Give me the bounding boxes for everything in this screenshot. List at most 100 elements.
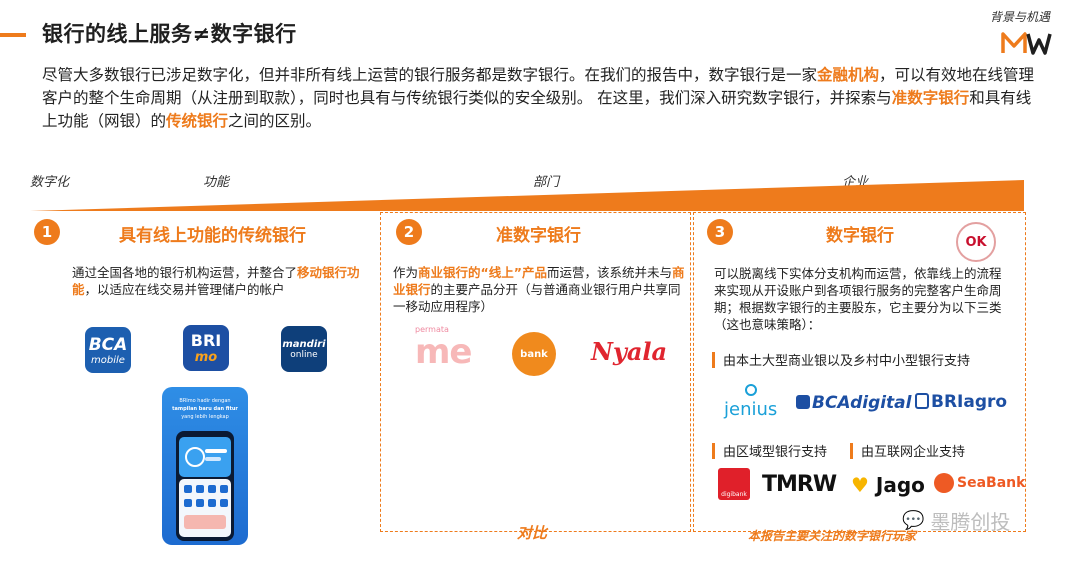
group2-heading: 由区域型银行支持 [712,441,827,460]
intro-highlight-3: 传统银行 [166,112,229,130]
group2-heading-text: 由区域型银行支持 [723,445,828,460]
col1-desc-text-b: ，以适应在线交易并管理储户的帐户 [84,282,285,297]
jenius-logo: jenius [724,382,777,419]
phone-banner [184,515,226,529]
intro-text-2: ，可以有效地在线管理客户的整个生命周期（从注册到取款），同时也具有与传统银行类似… [42,66,1035,107]
phone-menu-icon [220,485,228,493]
digibank-logo: digibank [718,468,750,500]
bank-d-logo: bank [512,332,556,376]
tmrw-logo: TMRW [762,472,837,497]
bca-digital-logo: BCAdigital [796,393,912,413]
phone-menu-icon [196,485,204,493]
mandiri-logo-subtext: online [290,349,318,360]
brimo-logo: BRI mo [183,325,229,371]
brand-logo [1001,32,1052,55]
title-accent-bar [0,33,26,37]
bank-d-logo-text: bank [520,348,548,360]
briagro-logo-text: BRIagro [931,392,1008,412]
group3-heading-text: 由互联网企业支持 [861,445,966,460]
group1-bar [712,351,715,368]
col1-desc-text-a: 通过全国各地的银行机构运营，并整合了 [72,265,298,280]
phone-promo-line-2: tampilan baru dan fitur [172,406,238,412]
group1-heading-text: 由本土大型商业银以及乡村中小型银行支持 [723,354,971,369]
phone-line [205,449,227,453]
phone-menu-icon [184,499,192,507]
intro-text-3: 和具有线上功能（网银）的 [42,89,1032,130]
seabank-logo-text: SeaBank [957,475,1026,491]
watermark: 💬墨腾创投 [902,506,1010,535]
wechat-icon: 💬 [902,510,925,531]
digibank-logo-text: digibank [721,491,747,498]
digitization-wedge [30,180,1024,211]
col2-description: 作为商业银行的“线上”产品而运营，该系统并未与商业银行的主要产品分开（与普通商业… [393,264,685,315]
intro-highlight-2: 准数字银行 [891,89,970,107]
col1-title: 具有线上功能的传统银行 [119,226,306,246]
ojk-badge-text: OK [965,234,987,250]
brimo-phone-mockup: BRImo hadir dengan tampilan baru dan fit… [162,387,248,545]
phone-menu-icon [220,499,228,507]
ojk-badge: OK [956,222,996,262]
phone-line [205,457,221,461]
permata-me-logo: permata me [415,325,472,370]
compare-label: 对比 [517,524,548,542]
intro-text-1: 尽管大多数银行已涉足数字化，但并非所有线上运营的银行服务都是数字银行。在我们的报… [42,66,818,84]
col3-dashed-box [693,212,1026,532]
axis-label-function: 功能 [203,175,230,190]
bca-digital-icon [796,395,810,409]
phone-balance-ring [185,447,205,467]
bca-mobile-logo: BCA mobile [85,327,131,373]
group1-heading: 由本土大型商业银以及乡村中小型银行支持 [712,350,970,369]
me-logo-text: me [415,332,472,372]
briagro-icon [915,393,929,409]
axis-label-digitization: 数字化 [30,175,70,190]
phone-menu-icon [208,485,216,493]
mandiri-logo-text: mandiri [282,338,326,350]
focus-note: 本报告主要关注的数字银行玩家 [748,529,917,543]
col2-desc-highlight-2: 商业银行 [393,265,685,297]
phone-promo-line-1: BRImo hadir dengan [179,398,231,404]
briagro-logo: BRIagro [915,392,1007,412]
col2-desc-text-b: 而运营，该系统并未与 [546,265,672,280]
col2-title: 准数字银行 [496,226,581,246]
brimo-logo-text: BRI [190,331,222,350]
nyala-logo: Nyala [591,337,668,366]
col1-description: 通过全国各地的银行机构运营，并整合了移动银行功能，以适应在线交易并管理储户的帐户 [72,264,372,298]
bca-logo-subtext: mobile [91,354,125,366]
col2-desc-highlight-1: 商业银行的“线上”产品 [418,265,547,280]
permata-logo-text: permata [415,325,449,334]
seabank-icon [934,473,954,493]
group2-bar [712,442,715,459]
phone-screen-menu [179,479,231,537]
jago-logo: ♥ Jago [851,473,925,497]
step-number-1: 1 [34,219,60,245]
page-title: 银行的线上服务≠数字银行 [42,22,297,46]
jenius-icon [744,384,757,396]
col2-desc-text-a: 作为 [393,265,419,280]
phone-promo-text: BRImo hadir dengan tampilan baru dan fit… [162,397,248,421]
jenius-logo-text: jenius [724,399,778,420]
intro-highlight-1: 金融机构 [817,66,880,84]
col1-desc-highlight: 移动银行功能 [72,265,360,297]
group3-heading: 由互联网企业支持 [850,441,965,460]
intro-text-4: 之间的区别。 [228,112,322,130]
col2-desc-text-c: 的主要产品分开（与普通商业银行用户共享同一移动应用程序） [393,282,681,314]
phone-screen-header [179,437,231,477]
step-number-3: 3 [707,219,733,245]
col2-dashed-box [380,212,691,532]
bca-digital-logo-text: BCAdigital [812,393,912,413]
watermark-text: 墨腾创投 [930,510,1011,534]
section-tag: 背景与机遇 [989,10,1050,24]
col3-title: 数字银行 [826,226,894,246]
group3-bar [850,442,853,459]
step-number-2: 2 [396,219,422,245]
phone-promo-line-3: yang lebih lengkap [181,414,229,420]
phone-menu-icon [196,499,204,507]
seabank-logo: SeaBank [934,473,1025,493]
jago-icon: ♥ [851,473,869,497]
col3-description: 可以脱离线下实体分支机构而运营，依靠线上的流程来实现从开设账户到各项银行服务的完… [714,266,1002,332]
intro-paragraph: 尽管大多数银行已涉足数字化，但并非所有线上运营的银行服务都是数字银行。在我们的报… [42,64,1042,133]
bca-logo-text: BCA [88,334,128,355]
jago-logo-text: Jago [875,473,925,497]
phone-menu-icon [208,499,216,507]
axis-label-department: 部门 [533,175,560,190]
